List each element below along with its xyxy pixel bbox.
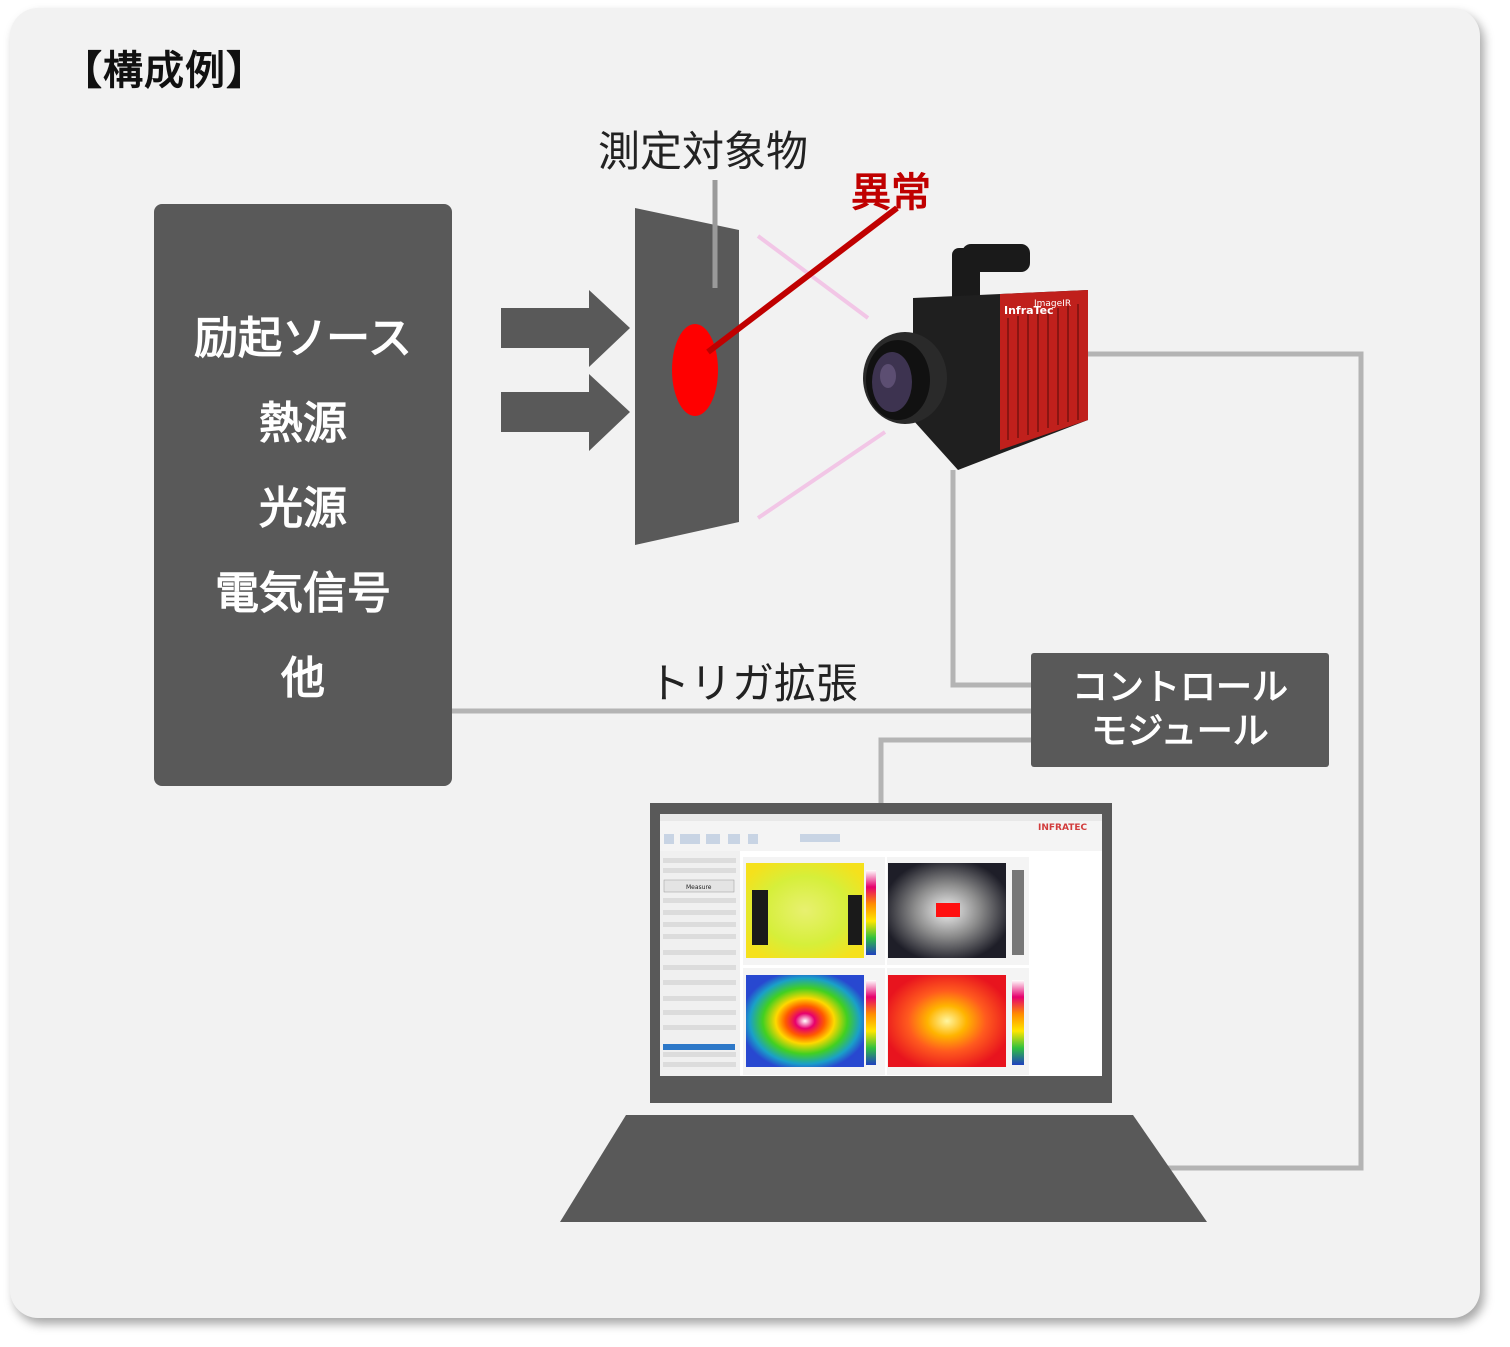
control-module-box: コントロール モジュール — [1031, 653, 1329, 767]
source-line-electric: 電気信号 — [215, 568, 391, 619]
control-to-laptop-cable — [878, 737, 1031, 804]
excitation-arrows — [501, 290, 630, 451]
fov-line-bottom — [756, 430, 887, 520]
arrow-lower — [501, 374, 630, 451]
anomaly-label: 異常 — [851, 170, 931, 216]
arrow-upper — [501, 290, 630, 367]
fov-line-top — [756, 234, 870, 320]
laptop: INFRATEC Measure — [560, 803, 1207, 1222]
control-module-line-2: モジュール — [1091, 711, 1269, 752]
measure-button-label: Measure — [686, 884, 712, 891]
camera-brand-text: InfraTec — [1004, 304, 1054, 317]
diagram-title: 【構成例】 — [62, 48, 267, 94]
source-line-heat: 熱源 — [259, 398, 347, 449]
anomaly-leader-line — [706, 205, 899, 355]
camera-to-control-cable — [950, 470, 1031, 688]
measured-object-label: 測定対象物 — [598, 127, 809, 176]
control-module-line-1: コントロール — [1071, 667, 1288, 708]
camera-model-text: ImageIR — [1034, 299, 1071, 309]
anomaly-spot — [672, 324, 718, 416]
laptop-base — [560, 1115, 1207, 1222]
thermal-image-iron — [888, 975, 1006, 1067]
cables — [452, 351, 1364, 1171]
thermal-camera: InfraTec ImageIR — [863, 244, 1088, 470]
trigger-label: トリガ拡張 — [648, 659, 859, 708]
source-line-other: 他 — [281, 653, 325, 704]
source-line-excitation: 励起ソース — [194, 313, 412, 364]
measure-button[interactable] — [663, 879, 735, 893]
software-logo: INFRATEC — [1038, 823, 1088, 833]
camera-to-laptop-cable — [1088, 351, 1364, 1171]
excitation-source-box: 励起ソース 熱源 光源 電気信号 他 — [154, 204, 452, 786]
source-line-light: 光源 — [259, 483, 347, 534]
thermal-image-rainbow — [746, 975, 864, 1067]
field-of-view-lines — [756, 234, 887, 520]
